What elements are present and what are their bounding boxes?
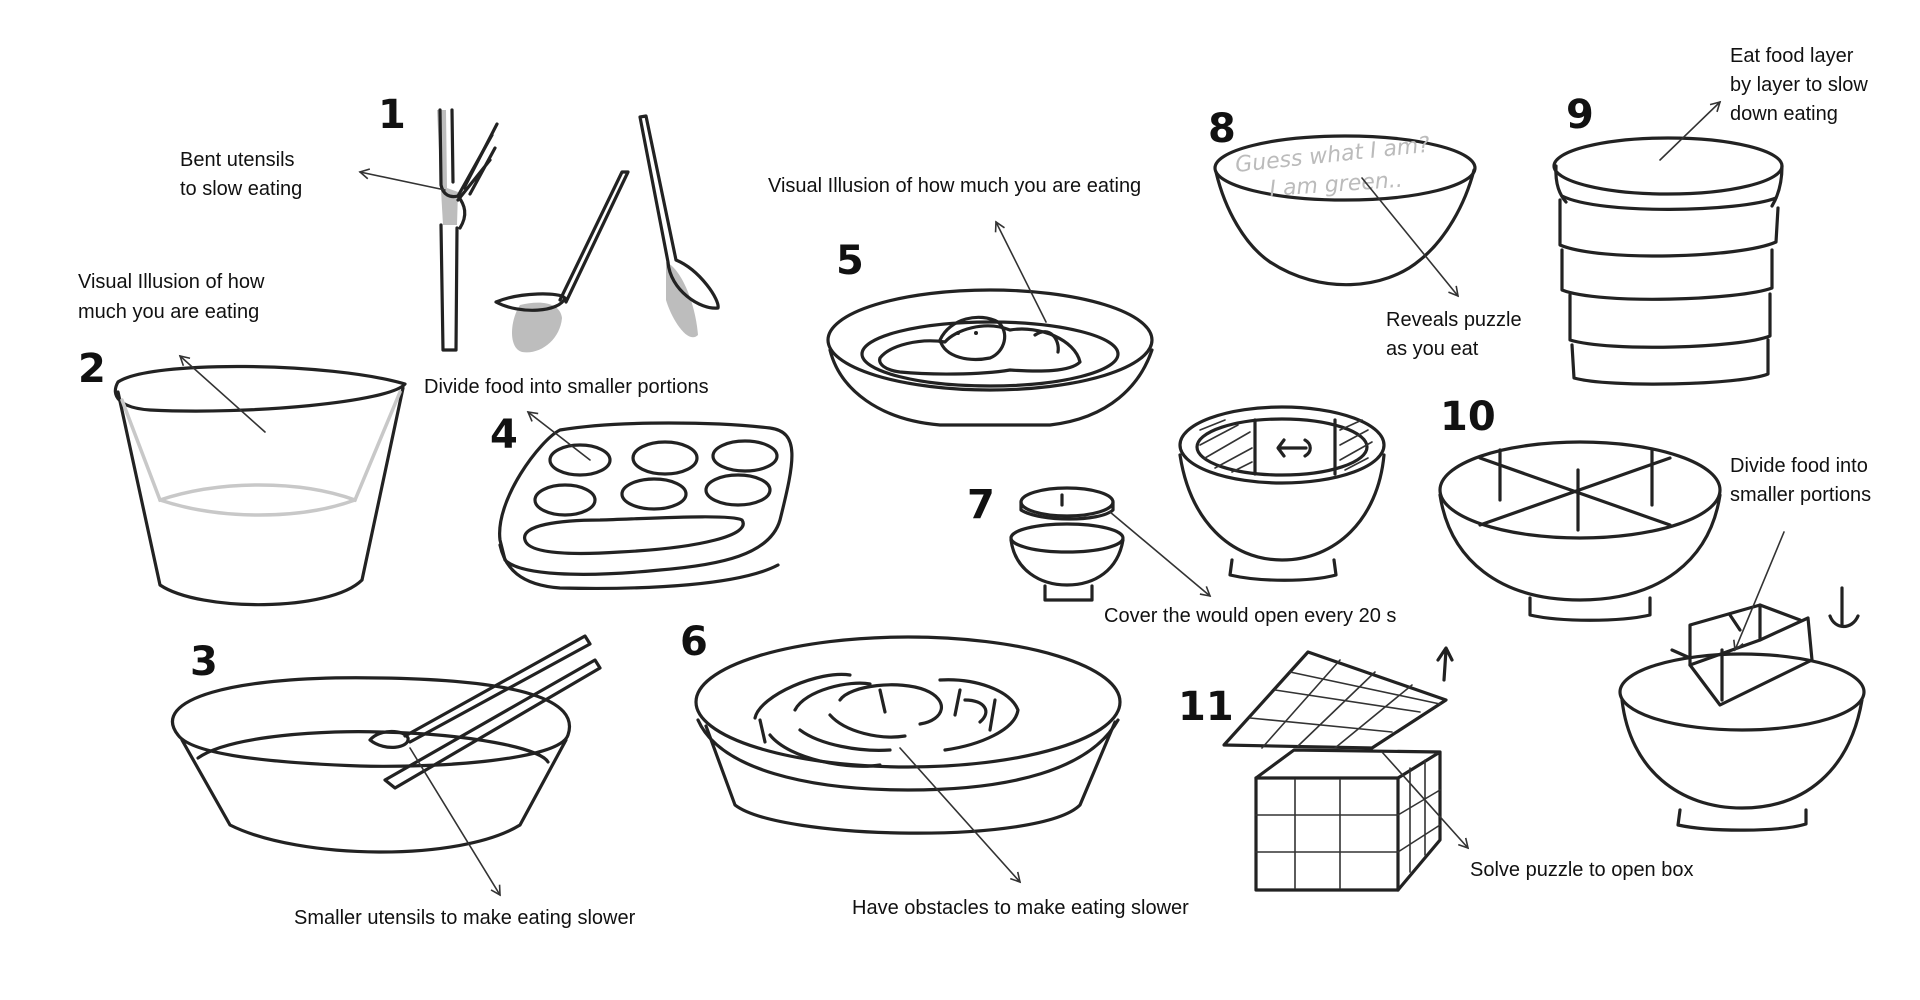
label-divide-10-line1: Divide food into bbox=[1730, 455, 1868, 477]
number-6: 6 bbox=[680, 619, 708, 665]
label-layer-line1: Eat food layer bbox=[1730, 45, 1854, 67]
label-smaller-utensils: Smaller utensils to make eating slower bbox=[294, 907, 636, 929]
number-9: 9 bbox=[1566, 92, 1594, 138]
label-bent-utensils-line2: to slow eating bbox=[180, 178, 302, 200]
label-layer-line2: by layer to slow bbox=[1730, 74, 1868, 96]
number-8: 8 bbox=[1208, 106, 1236, 152]
sketch-8-puzzle-bowl: 8 Guess what I am? I am green.. Reveals … bbox=[1208, 106, 1522, 360]
sketch-6-obstacle-bowl: 6 Have obstacles to make eating slower bbox=[680, 619, 1189, 919]
sketch-5-illusion-plate: 5 Visual Illusion of how much you are ea… bbox=[768, 175, 1154, 427]
number-3: 3 bbox=[190, 639, 218, 685]
sketch-3-smaller-utensils: 3 Smaller utensils to make eating slower bbox=[170, 634, 636, 929]
sketch-7-timed-lid: 7 Cover the would open every 20 s bbox=[967, 405, 1396, 627]
label-layer-line3: down eating bbox=[1730, 103, 1838, 125]
label-cover: Cover the would open every 20 s bbox=[1104, 605, 1396, 627]
sketch-4-portion-tray: 4 Divide food into smaller portions bbox=[424, 376, 794, 591]
sketch-1-bent-utensils: 1 Bent utensils to slow eating bbox=[180, 92, 720, 353]
sketch-9-stacked-layers: 9 Eat food layer by layer to slow down e… bbox=[1552, 45, 1868, 386]
label-illusion-2-line2: much you are eating bbox=[78, 301, 259, 323]
label-divide-4: Divide food into smaller portions bbox=[424, 376, 709, 398]
label-solve: Solve puzzle to open box bbox=[1470, 859, 1694, 881]
number-5: 5 bbox=[836, 238, 864, 284]
label-bent-utensils-line1: Bent utensils bbox=[180, 149, 295, 171]
number-1: 1 bbox=[378, 92, 406, 138]
sketch-11-puzzle-box: 11 Solve puzzle to open box bbox=[1178, 646, 1694, 892]
label-illusion-5: Visual Illusion of how much you are eati… bbox=[768, 175, 1141, 197]
number-7: 7 bbox=[967, 482, 995, 528]
sketch-10-divider-bowl: 10 Divide food into smaller portions bbox=[1438, 394, 1871, 832]
number-10: 10 bbox=[1440, 394, 1496, 440]
sketch-2-illusion-glass: 2 Visual Illusion of how much you are ea… bbox=[78, 271, 407, 607]
number-2: 2 bbox=[78, 346, 106, 392]
label-obstacles: Have obstacles to make eating slower bbox=[852, 897, 1189, 919]
label-reveals-line2: as you eat bbox=[1386, 338, 1479, 360]
label-divide-10-line2: smaller portions bbox=[1730, 484, 1871, 506]
label-illusion-2-line1: Visual Illusion of how bbox=[78, 271, 265, 293]
label-reveals-line1: Reveals puzzle bbox=[1386, 309, 1522, 331]
number-4: 4 bbox=[490, 412, 518, 458]
bowl-text-line2: I am green.. bbox=[1269, 168, 1404, 202]
number-11: 11 bbox=[1178, 684, 1234, 730]
